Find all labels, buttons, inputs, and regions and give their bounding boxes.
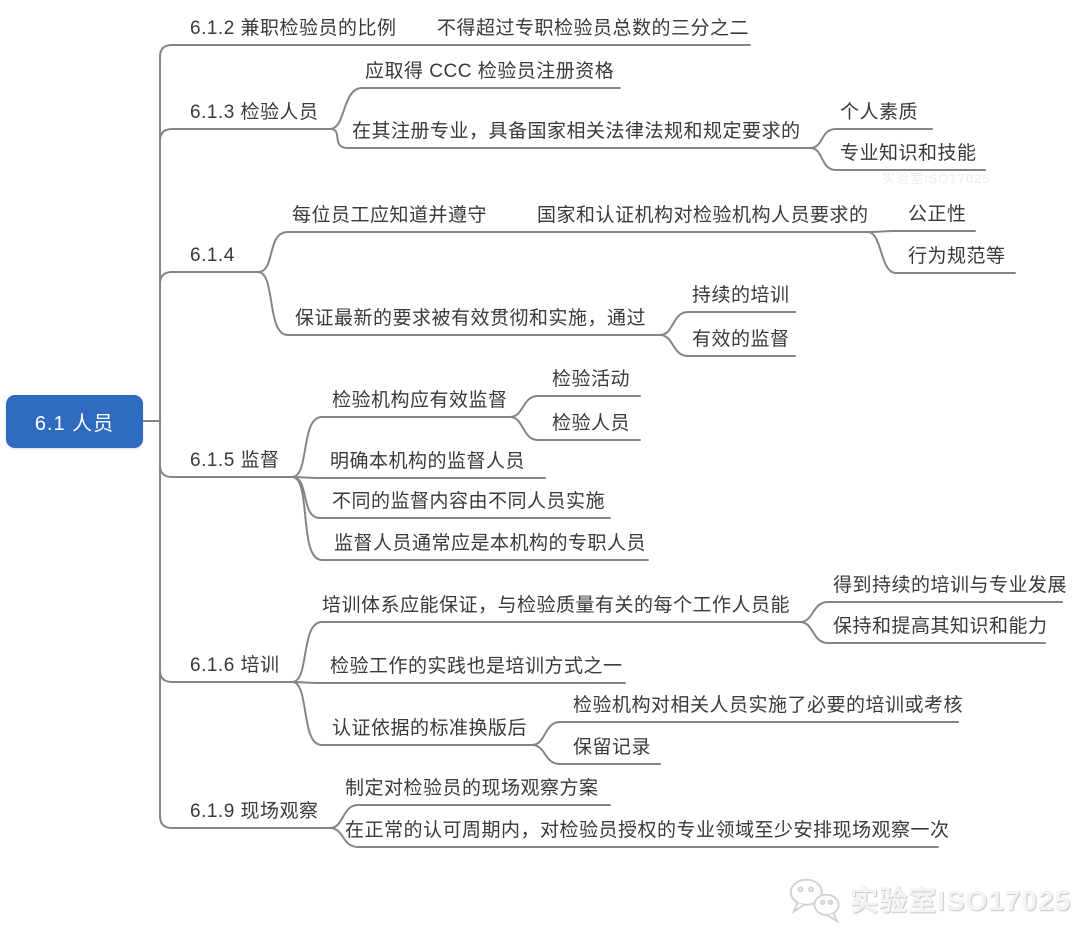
node-615-fulltime: 监督人员通常应是本机构的专职人员	[334, 533, 647, 554]
wechat-icon	[789, 878, 840, 924]
node-616-practice: 检验工作的实践也是培训方式之一	[330, 656, 623, 677]
node-continuous-training: 持续的培训	[692, 285, 790, 306]
node-616-training-system: 培训体系应能保证，与检验质量有关的每个工作人员能	[322, 595, 791, 616]
root-node-label: 6.1 人员	[34, 413, 115, 435]
node-616: 6.1.6 培训	[190, 655, 280, 676]
node-code-of-conduct: 行为规范等	[908, 246, 1006, 267]
watermark: 实验室ISO17025	[786, 874, 1071, 924]
root-node: 6.1 人员	[6, 395, 143, 448]
node-619: 6.1.9 现场观察	[190, 801, 319, 822]
node-619-once-per-cycle: 在正常的认可周期内，对检验员授权的专业领域至少安排现场观察一次	[345, 820, 950, 841]
node-impartiality: 公正性	[908, 204, 967, 225]
node-614-requirements: 国家和认证机构对检验机构人员要求的	[537, 205, 869, 226]
node-inspection-activity: 检验活动	[552, 369, 631, 390]
node-615-different-people: 不同的监督内容由不同人员实施	[332, 491, 606, 512]
node-615: 6.1.5 监督	[190, 450, 280, 471]
node-614: 6.1.4	[190, 245, 235, 266]
node-612: 6.1.2 兼职检验员的比例	[190, 18, 397, 39]
node-614-know-follow: 每位员工应知道并遵守	[292, 205, 488, 226]
node-personal-quality: 个人素质	[840, 102, 919, 123]
node-616-standard-update: 认证依据的标准换版后	[332, 718, 528, 739]
watermark-text: 实验室ISO17025	[850, 885, 1072, 916]
node-612-ratio-limit: 不得超过专职检验员总数的三分之二	[437, 18, 750, 39]
node-613: 6.1.3 检验人员	[190, 102, 319, 123]
node-619-observation-plan: 制定对检验员的现场观察方案	[345, 778, 599, 799]
node-616-maintain-skill: 保持和提高其知识和能力	[833, 616, 1048, 637]
node-616-keep-records: 保留记录	[573, 737, 652, 758]
node-613-registered: 在其注册专业，具备国家相关法律法规和规定要求的	[352, 121, 801, 142]
node-615-identify: 明确本机构的监督人员	[330, 451, 526, 472]
node-616-training-assess: 检验机构对相关人员实施了必要的培训或考核	[573, 695, 964, 716]
node-613-ccc: 应取得 CCC 检验员注册资格	[365, 61, 615, 82]
node-616-cpd: 得到持续的培训与专业发展	[833, 575, 1068, 596]
node-inspection-personnel: 检验人员	[552, 413, 631, 434]
node-615-supervise: 检验机构应有效监督	[332, 390, 508, 411]
ghost-watermark: 实验室ISO17025	[882, 171, 991, 186]
node-614-ensure: 保证最新的要求被有效贯彻和实施，通过	[295, 308, 647, 329]
node-effective-supervision: 有效的监督	[692, 329, 790, 350]
node-professional-skill: 专业知识和技能	[840, 143, 977, 164]
